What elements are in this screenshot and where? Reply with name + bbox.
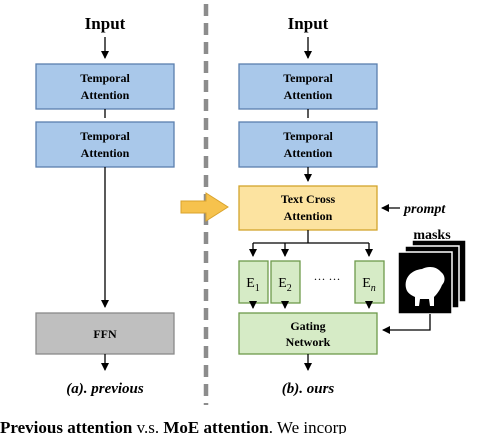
expert-1-sub: 1 bbox=[255, 283, 260, 294]
expert-fanout bbox=[249, 230, 373, 257]
caption-part-2: v.s. bbox=[132, 418, 164, 434]
caption-part-4: . We incorp bbox=[268, 418, 347, 434]
gating-network-block: Gating Network bbox=[238, 312, 378, 355]
right-temporal-attention-1: Temporal Attention bbox=[238, 63, 378, 110]
expert-to-gating-arrows bbox=[249, 301, 373, 309]
svg-text:E2: E2 bbox=[278, 276, 292, 294]
left-block2-line2: Attention bbox=[81, 146, 130, 160]
expert-1-base: E bbox=[246, 276, 255, 291]
right-block1-line1: Temporal bbox=[283, 71, 333, 85]
expert-n-sub: n bbox=[371, 283, 376, 294]
left-block2-line1: Temporal bbox=[80, 129, 130, 143]
expert-n-base: E bbox=[362, 276, 371, 291]
text-cross-attention-block: Text Cross Attention bbox=[238, 185, 378, 231]
right-input-label: Input bbox=[288, 14, 329, 33]
right-temporal-attention-2: Temporal Attention bbox=[238, 121, 378, 168]
expert-2-base: E bbox=[278, 276, 287, 291]
gating-line1: Gating bbox=[290, 319, 325, 333]
left-temporal-attention-2: Temporal Attention bbox=[35, 121, 175, 168]
expert-2-sub: 2 bbox=[287, 283, 292, 294]
expert-ellipsis: ··· ··· bbox=[314, 272, 341, 286]
figure-caption-fragment: Previous attention v.s. MoE attention. W… bbox=[0, 416, 494, 434]
mask-stack bbox=[397, 239, 467, 315]
prompt-label: prompt bbox=[403, 202, 446, 217]
left-temporal-attention-1: Temporal Attention bbox=[35, 63, 175, 110]
text-cross-line2: Attention bbox=[284, 209, 333, 223]
left-ffn-block: FFN bbox=[35, 312, 175, 355]
expert-1: E1 bbox=[238, 260, 269, 304]
right-block1-line2: Attention bbox=[284, 88, 333, 102]
left-block1-line1: Temporal bbox=[80, 71, 130, 85]
svg-text:En: En bbox=[362, 276, 376, 294]
caption-part-1: Previous attention bbox=[0, 418, 133, 434]
right-block2-line1: Temporal bbox=[283, 129, 333, 143]
right-caption: (b). ours bbox=[282, 381, 335, 397]
expert-2: E2 bbox=[270, 260, 301, 304]
left-block1-line2: Attention bbox=[81, 88, 130, 102]
animal-mask-silhouette bbox=[405, 267, 445, 306]
caption-part-3: MoE attention bbox=[163, 418, 269, 434]
svg-text:E1: E1 bbox=[246, 276, 260, 294]
left-caption: (a). previous bbox=[66, 381, 144, 397]
gating-line2: Network bbox=[286, 335, 331, 349]
text-cross-line1: Text Cross bbox=[281, 192, 336, 206]
expert-n: En bbox=[354, 260, 385, 304]
left-input-label: Input bbox=[85, 14, 126, 33]
right-block2-line2: Attention bbox=[284, 146, 333, 160]
masks-arrow bbox=[382, 314, 431, 334]
highlight-arrow-icon bbox=[180, 192, 229, 222]
ffn-label: FFN bbox=[93, 327, 117, 341]
